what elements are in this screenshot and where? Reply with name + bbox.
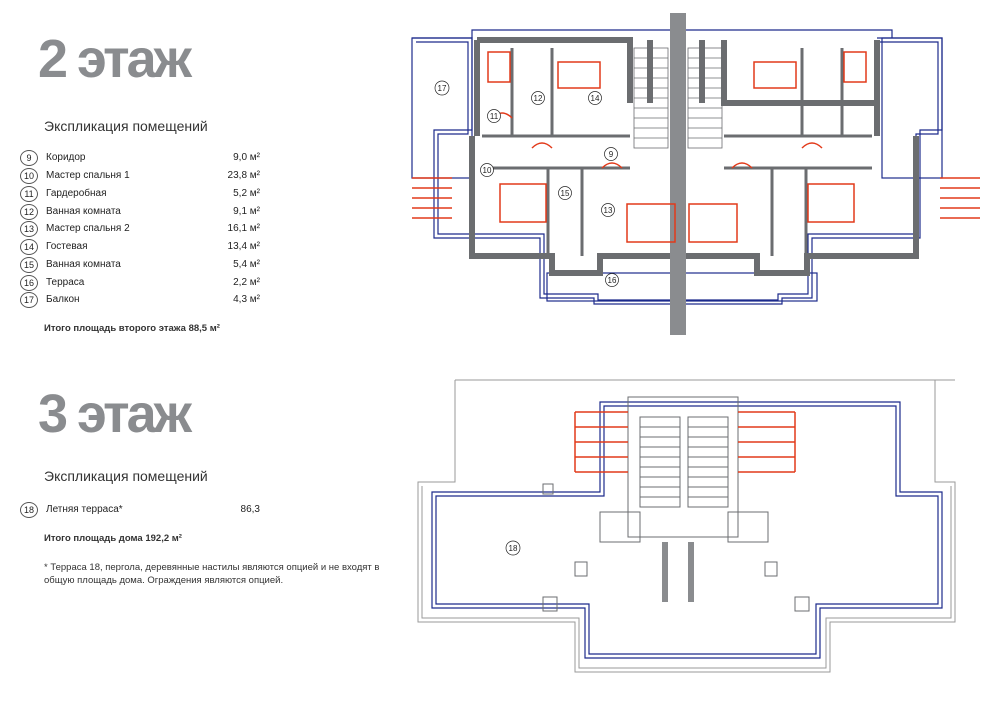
room-number: 10 — [20, 168, 38, 184]
svg-text:17: 17 — [438, 84, 447, 93]
room-row-9: 9 Коридор 9,0 м² — [20, 150, 260, 168]
room-row-16: 16 Терраса 2,2 м² — [20, 275, 260, 293]
room-name: Балкон — [46, 294, 80, 305]
plan-label-16: 16 — [605, 273, 619, 287]
plan-label-9: 9 — [604, 147, 618, 161]
room-row-15: 15 Ванная комната 5,4 м² — [20, 257, 260, 275]
svg-text:10: 10 — [483, 166, 492, 175]
room-row-12: 12 Ванная комната 9,1 м² — [20, 204, 260, 222]
room-number: 11 — [20, 186, 38, 202]
plan-label-15: 15 — [558, 186, 572, 200]
room-area: 86,3 — [240, 504, 260, 515]
room-area: 13,4 м² — [227, 241, 260, 252]
room-number: 12 — [20, 204, 38, 220]
central-wall — [670, 13, 686, 335]
svg-text:9: 9 — [609, 150, 614, 159]
room-name: Коридор — [46, 152, 86, 163]
room-row-18: 18 Летняя терраса* 86,3 — [20, 502, 260, 520]
room-name: Мастер спальня 2 — [46, 223, 130, 234]
floor3-note: * Терраса 18, пергола, деревянные настил… — [44, 562, 380, 586]
plan-label-10: 10 — [480, 163, 494, 177]
room-number: 9 — [20, 150, 38, 166]
room-name: Гардеробная — [46, 188, 107, 199]
room-number: 14 — [20, 239, 38, 255]
room-name: Летняя терраса* — [46, 504, 123, 515]
room-name: Гостевая — [46, 241, 88, 252]
room-row-11: 11 Гардеробная 5,2 м² — [20, 186, 260, 204]
svg-text:18: 18 — [509, 544, 518, 553]
room-number: 17 — [20, 292, 38, 308]
floor3-explication-title: Экспликация помещений — [44, 468, 208, 484]
room-area: 5,4 м² — [233, 259, 260, 270]
floor3-plan: 18 — [417, 379, 956, 673]
room-number: 18 — [20, 502, 38, 518]
room-area: 4,3 м² — [233, 294, 260, 305]
room-name: Мастер спальня 1 — [46, 170, 130, 181]
svg-text:12: 12 — [534, 94, 543, 103]
plan-label-12: 12 — [531, 91, 545, 105]
room-name: Ванная комната — [46, 259, 121, 270]
room-row-14: 14 Гостевая 13,4 м² — [20, 239, 260, 257]
floor2-plan: 17 11 12 14 9 10 15 13 16 — [411, 13, 980, 335]
floor2-total: Итого площадь второго этажа 88,5 м² — [44, 323, 220, 334]
svg-text:16: 16 — [608, 276, 617, 285]
plan-label-18: 18 — [505, 540, 521, 556]
room-area: 2,2 м² — [233, 277, 260, 288]
plan-label-17: 17 — [434, 80, 450, 96]
room-row-17: 17 Балкон 4,3 м² — [20, 292, 260, 310]
room-area: 5,2 м² — [233, 188, 260, 199]
room-name: Терраса — [46, 277, 85, 288]
floor3-total: Итого площадь дома 192,2 м² — [44, 533, 182, 544]
floor3-title: 3 этаж — [38, 384, 192, 444]
plan-label-14: 14 — [588, 91, 602, 105]
room-area: 16,1 м² — [227, 223, 260, 234]
room-row-13: 13 Мастер спальня 2 16,1 м² — [20, 221, 260, 239]
room-number: 16 — [20, 275, 38, 291]
floor2-title: 2 этаж — [38, 29, 192, 89]
floor2-explication-title: Экспликация помещений — [44, 118, 208, 134]
svg-text:15: 15 — [561, 189, 570, 198]
svg-text:14: 14 — [591, 94, 600, 103]
room-row-10: 10 Мастер спальня 1 23,8 м² — [20, 168, 260, 186]
svg-text:11: 11 — [490, 112, 499, 121]
svg-text:13: 13 — [604, 206, 613, 215]
room-area: 9,0 м² — [233, 152, 260, 163]
room-number: 13 — [20, 221, 38, 237]
room-area: 23,8 м² — [227, 170, 260, 181]
plan-label-13: 13 — [601, 203, 615, 217]
room-number: 15 — [20, 257, 38, 273]
room-area: 9,1 м² — [233, 206, 260, 217]
room-name: Ванная комната — [46, 206, 121, 217]
plan-label-11: 11 — [487, 109, 501, 123]
